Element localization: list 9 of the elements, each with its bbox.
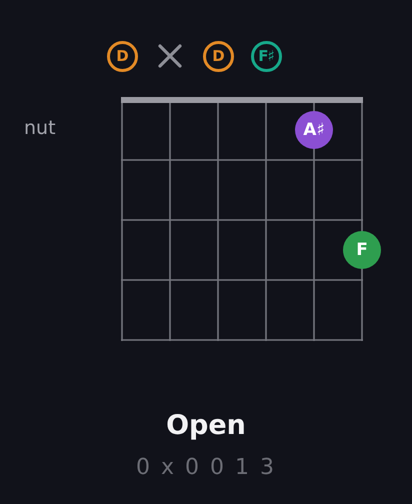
open-string-marker: F♯ <box>250 40 282 72</box>
finger-marker: F <box>343 231 381 269</box>
finger-marker: A♯ <box>295 111 333 149</box>
open-string-marker: D <box>202 40 234 72</box>
fingering-text: 0 x 0 0 1 3 <box>136 455 276 482</box>
nut-label: nut <box>24 117 56 139</box>
chord-title: Open <box>166 410 246 442</box>
open-string-marker: D <box>106 40 138 72</box>
mute-x-icon <box>158 44 182 68</box>
